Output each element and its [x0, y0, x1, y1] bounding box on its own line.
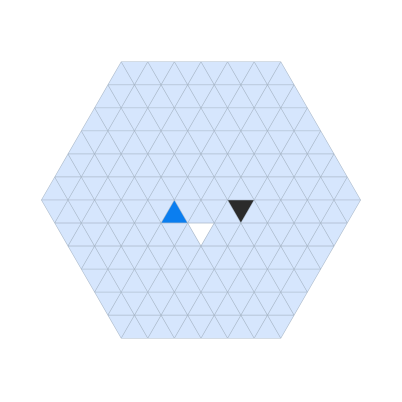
board-cell[interactable]: [307, 245, 335, 270]
board-cell[interactable]: [293, 268, 321, 293]
board-cells: [41, 61, 361, 339]
board-cell[interactable]: [333, 199, 361, 224]
board-cell[interactable]: [267, 314, 295, 339]
board-cell[interactable]: [320, 222, 348, 247]
board-cell[interactable]: [280, 291, 308, 316]
